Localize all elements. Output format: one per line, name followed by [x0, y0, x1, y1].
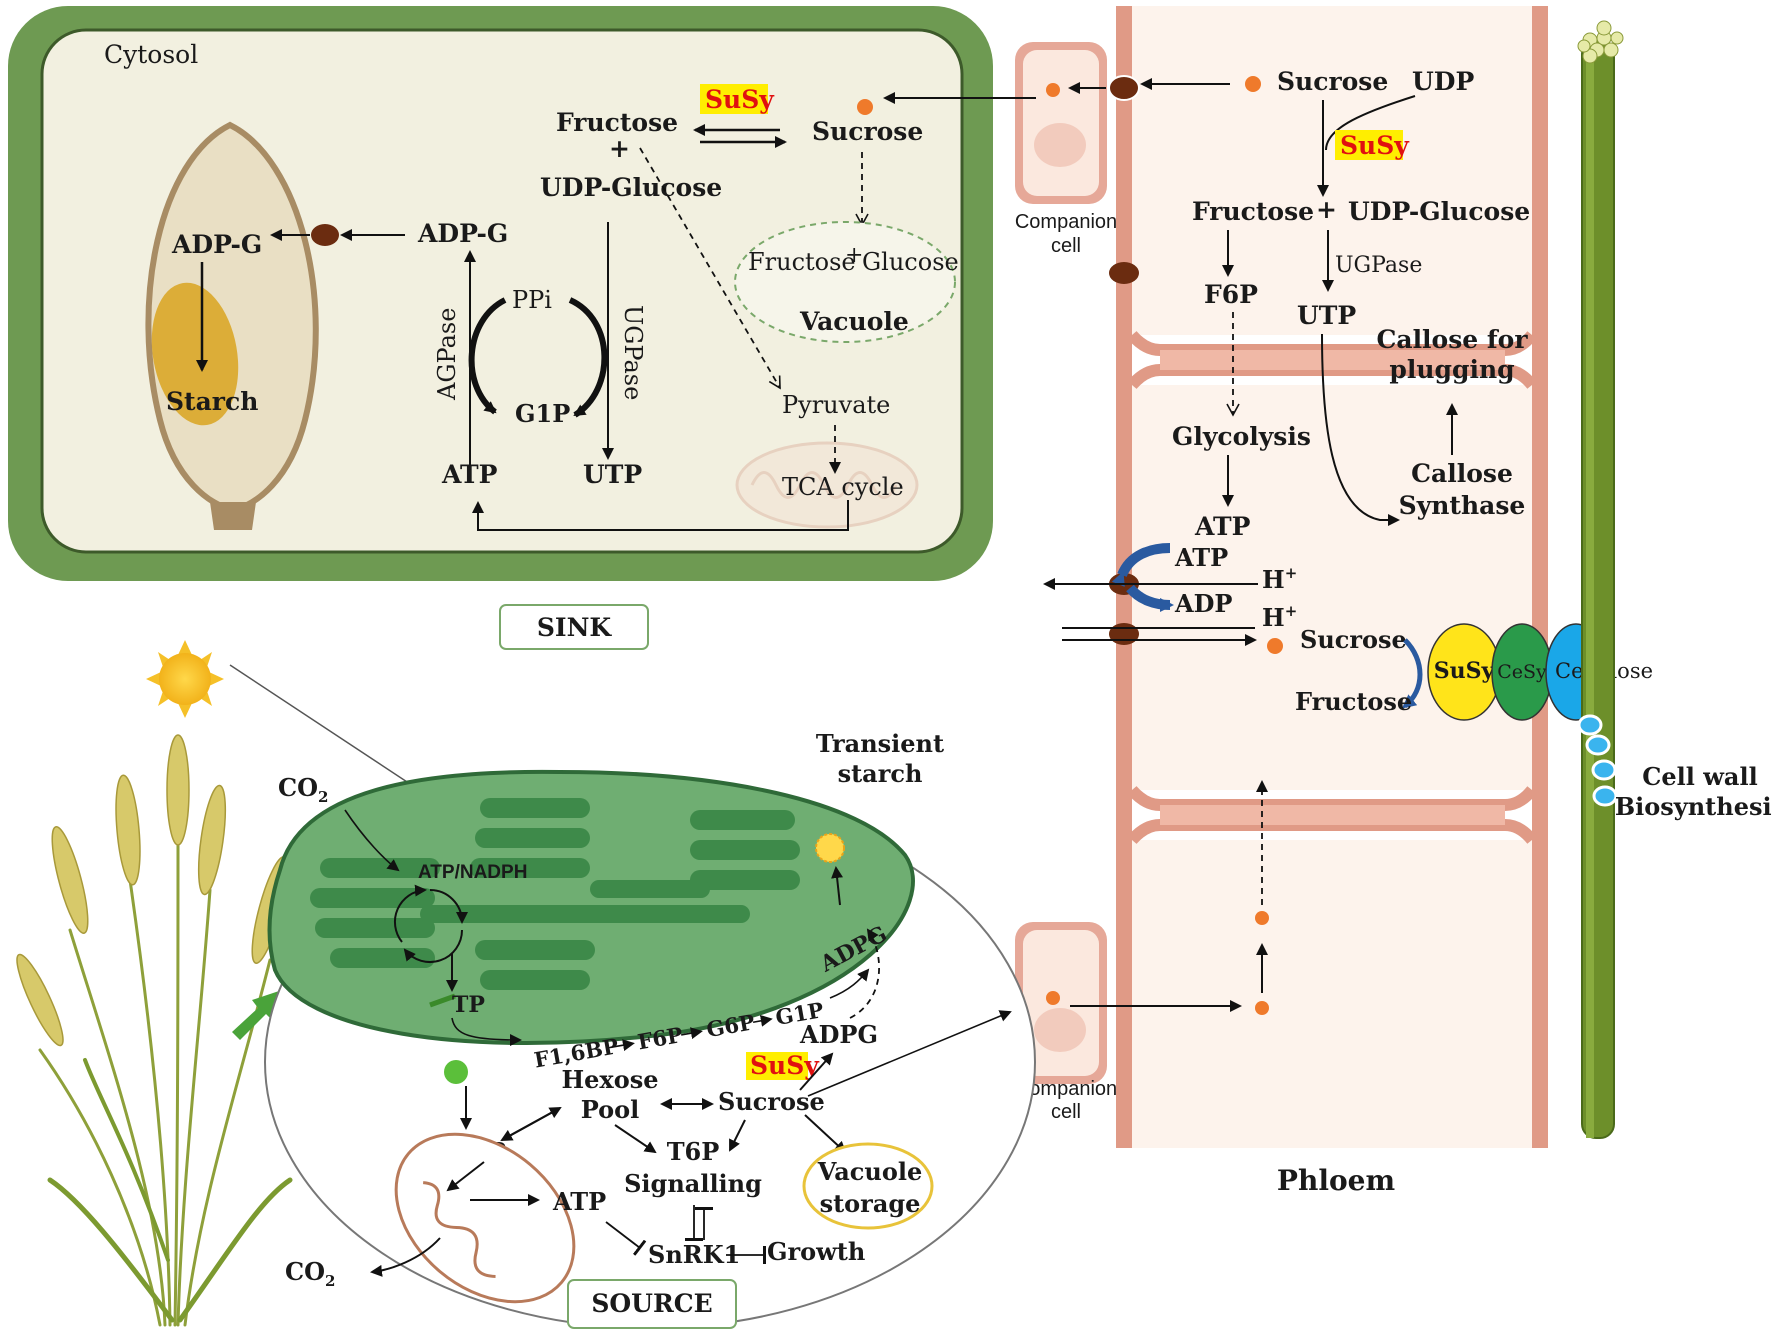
vacuole-fructose: Fructose [748, 248, 856, 276]
grain-icon [145, 121, 319, 530]
tca-cycle-label: TCA cycle [782, 473, 904, 501]
phloem-plus: + [1316, 195, 1337, 224]
sink-susy-label: SuSy [705, 85, 775, 114]
phloem-sucrose: Sucrose [1277, 67, 1388, 96]
tp-chloroplast: TP [452, 992, 485, 1018]
vacuole-storage-line1: Vacuole [817, 1157, 922, 1186]
growth-label: Growth [767, 1237, 865, 1266]
starch-label: Starch [166, 387, 258, 416]
sink-vacuole [734, 221, 956, 343]
plant-to-leaf-arrow [232, 990, 282, 1040]
ugpase-label: UGPase [619, 305, 647, 400]
sink-plus: + [609, 134, 630, 163]
source-sucrose: Sucrose [718, 1087, 825, 1116]
g1p-label: G1P [515, 399, 570, 428]
phloem-column [1116, 6, 1548, 1148]
vacuole-plus: + [845, 243, 863, 268]
transient-starch-line1: Transient [816, 729, 944, 758]
phloem-sucrose-dot [1245, 76, 1261, 92]
phloem-label: Phloem [1277, 1164, 1395, 1197]
cesy-label: CeSy [1497, 661, 1547, 683]
phloem-atp: ATP [1194, 512, 1251, 541]
co2-in: CO2 [278, 773, 328, 806]
chloroplast-icon [267, 769, 915, 1046]
source-susy-label: SuSy [750, 1051, 820, 1080]
snrk1-label: SnRK1 [648, 1240, 740, 1269]
phloem-utp: UTP [1297, 301, 1356, 330]
h-plus-2: H+ [1262, 602, 1297, 632]
phloem-udp-glucose: UDP-Glucose [1348, 197, 1530, 226]
sink-sucrose: Sucrose [812, 117, 923, 146]
cytosol-adpg: ADP-G [417, 219, 508, 248]
phloem-sucrose-lower: Sucrose [1300, 625, 1407, 654]
sink-atp: ATP [441, 460, 498, 489]
t6p-line1: T6P [667, 1137, 720, 1166]
phloem-f6p: F6P [1204, 280, 1258, 309]
source-adpg: ADPG [799, 1020, 878, 1049]
sink-utp: UTP [583, 460, 642, 489]
sink-udp-glucose: UDP-Glucose [540, 173, 722, 202]
companion-cell-top [1015, 42, 1107, 204]
phloem-fructose: Fructose [1192, 197, 1314, 226]
sink-label: SINK [537, 613, 613, 642]
co2-out: CO2 [285, 1257, 335, 1290]
wheat-plant-icon [16, 734, 293, 1327]
callose-synthase-line2: Synthase [1399, 491, 1526, 520]
vacuole-glucose: Glucose [862, 248, 959, 276]
pump-adp: ADP [1174, 589, 1232, 618]
sink-sucrose-dot [857, 99, 873, 115]
phloem-transporter-top [1108, 75, 1140, 101]
cellulose-fiber [1577, 20, 1624, 1139]
agpase-label: AGPase [433, 308, 461, 401]
susy-enzyme-label: SuSy [1434, 658, 1496, 684]
glycolysis-label: Glycolysis [1172, 422, 1311, 451]
cytosol-label: Cytosol [104, 40, 198, 69]
companion-cell-bottom-line2: cell [1051, 1101, 1081, 1123]
calvin-cycle [393, 884, 468, 964]
t6p-line2: Signalling [624, 1169, 762, 1198]
vacuole-label: Vacuole [799, 307, 909, 336]
transient-starch-line2: starch [838, 759, 923, 788]
sucrose-symporter [1109, 623, 1139, 645]
mitochondrion-icon [735, 441, 919, 529]
companion-cell-top-line2: cell [1051, 235, 1081, 257]
callose-plugging-line1: Callose for [1376, 325, 1528, 354]
phloem-dot-2 [1255, 1001, 1269, 1015]
companion-cell-top-line1: Companion [1015, 211, 1117, 233]
pump-atp: ATP [1174, 543, 1228, 572]
amyloplast-adpg: ADP-G [171, 230, 262, 259]
hexose-line2: Pool [581, 1095, 640, 1124]
cell-wall-line1: Cell wall [1642, 762, 1757, 791]
cell-wall-line2: Biosynthesis [1615, 792, 1772, 821]
vacuole-storage-line2: storage [820, 1189, 921, 1218]
ppi-label: PPi [512, 286, 552, 314]
amyloplast-transporter [311, 224, 339, 246]
pyruvate-label: Pyruvate [782, 391, 890, 419]
phloem-dot-1 [1255, 911, 1269, 925]
source-vacuole [802, 1142, 934, 1230]
companion-cell-bottom [1015, 922, 1107, 1084]
sink-label-box [499, 604, 649, 650]
h-plus-1: H+ [1262, 564, 1297, 594]
source-atp: ATP [552, 1187, 606, 1216]
sun-icon [146, 640, 224, 718]
callose-plugging-line2: plugging [1389, 355, 1514, 384]
phloem-transporter-mid [1109, 262, 1139, 284]
symporter-sucrose-dot [1267, 638, 1283, 654]
phloem-ugpase: UGPase [1335, 253, 1422, 278]
sink-cell: Cytosol ADP-G Starch ADP-G AGPase PPi G1… [8, 6, 993, 581]
hexose-line1: Hexose [561, 1065, 658, 1094]
phloem-susy-label: SuSy [1340, 131, 1410, 160]
atp-nadph: ATP/NADPH [418, 862, 527, 883]
callose-synthase-line1: Callose [1411, 459, 1513, 488]
mitochondrion-icon [394, 1132, 576, 1304]
phloem-fructose-lower: Fructose [1295, 687, 1412, 716]
phloem-udp: UDP [1412, 67, 1474, 96]
tp-translocator [444, 1060, 468, 1084]
source-label-box [567, 1279, 737, 1329]
source-label: SOURCE [591, 1289, 712, 1318]
companion-cell-bottom-line1: Companion [1015, 1078, 1117, 1100]
sink-fructose: Fructose [556, 108, 678, 137]
